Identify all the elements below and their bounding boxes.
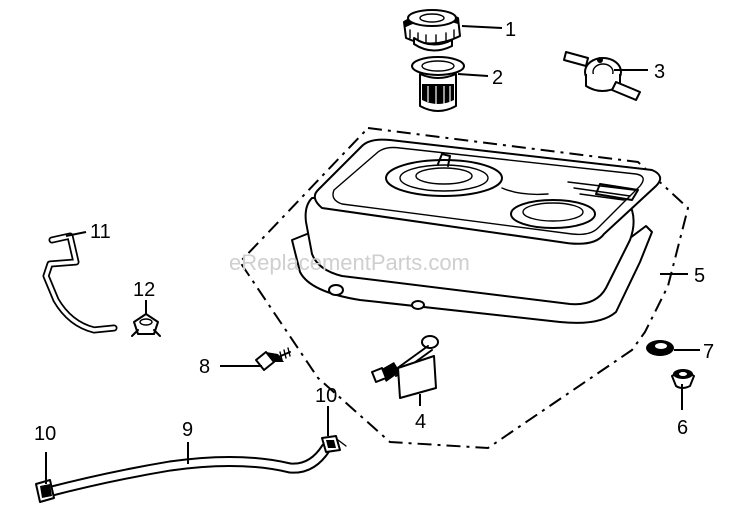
callout-9: 9 (182, 419, 193, 441)
callout-10-left: 10 (34, 423, 56, 445)
fuel-tank[interactable] (291, 138, 662, 324)
tube-clip[interactable] (131, 313, 161, 337)
callout-3: 3 (654, 61, 665, 83)
callout-5: 5 (694, 265, 705, 287)
watermark: eReplacementParts.com (229, 250, 470, 275)
fuel-valve[interactable] (563, 51, 641, 101)
tank-grommet[interactable] (671, 369, 695, 389)
tank-washer[interactable] (646, 340, 674, 356)
fuel-hose[interactable] (42, 442, 332, 498)
callout-4: 4 (415, 411, 426, 433)
hose-clamp-right[interactable] (321, 435, 347, 453)
breather-tube[interactable] (42, 232, 118, 334)
callout-8: 8 (199, 356, 210, 378)
callout-7: 7 (703, 341, 714, 363)
callout-10-right: 10 (315, 385, 337, 407)
callout-2: 2 (492, 67, 503, 89)
callout-1: 1 (505, 19, 516, 41)
callout-6: 6 (677, 417, 688, 439)
fuel-strainer[interactable] (411, 56, 465, 112)
callout-labels: 1 2 3 4 5 6 7 8 9 10 10 11 12 (34, 19, 714, 445)
fuel-gauge[interactable] (371, 335, 439, 399)
callout-12: 12 (133, 279, 155, 301)
fuel-cap[interactable] (403, 9, 461, 52)
leader-lines (45, 25, 700, 484)
assembly-outline (238, 126, 690, 450)
callout-11: 11 (90, 221, 111, 243)
